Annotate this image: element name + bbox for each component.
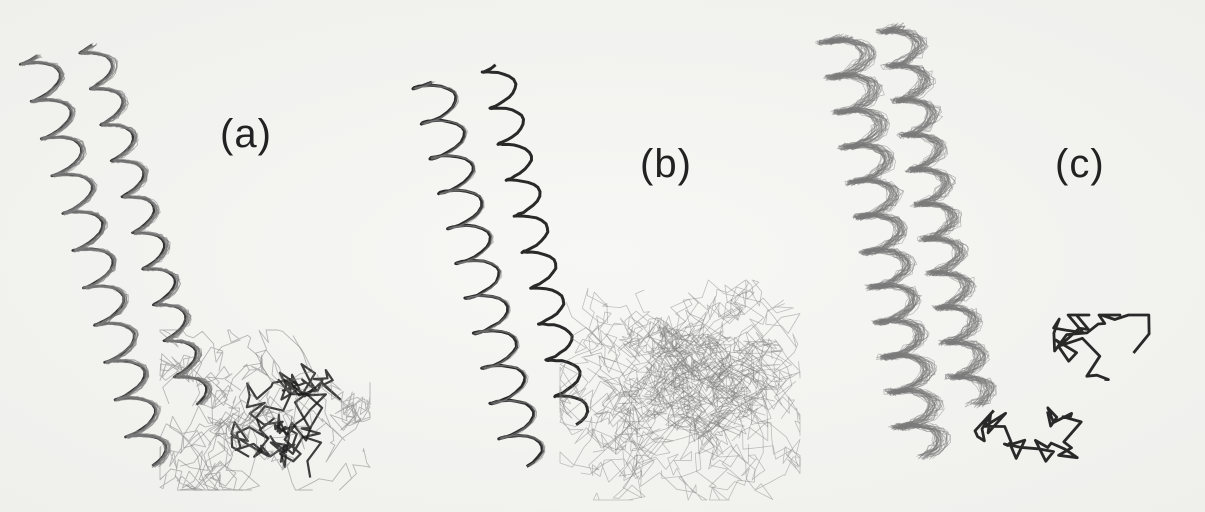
protein-structure-b <box>400 0 805 512</box>
protein-structure-c <box>805 0 1205 512</box>
helix-bundle-a <box>20 43 213 468</box>
helix-bundle-b <box>413 65 588 467</box>
panel-b: (b) <box>400 0 805 512</box>
panel-label-b: (b) <box>640 142 692 187</box>
globular-domain-c <box>975 315 1149 461</box>
panel-label-a: (a) <box>220 112 272 157</box>
globular-domain-a <box>160 330 370 490</box>
panel-label-c: (c) <box>1055 142 1105 187</box>
panel-a: (a) <box>0 0 400 512</box>
panel-c: (c) <box>805 0 1205 512</box>
globular-domain-b <box>560 280 800 500</box>
protein-structure-a <box>0 0 400 512</box>
helix-bundle-c <box>816 23 997 461</box>
